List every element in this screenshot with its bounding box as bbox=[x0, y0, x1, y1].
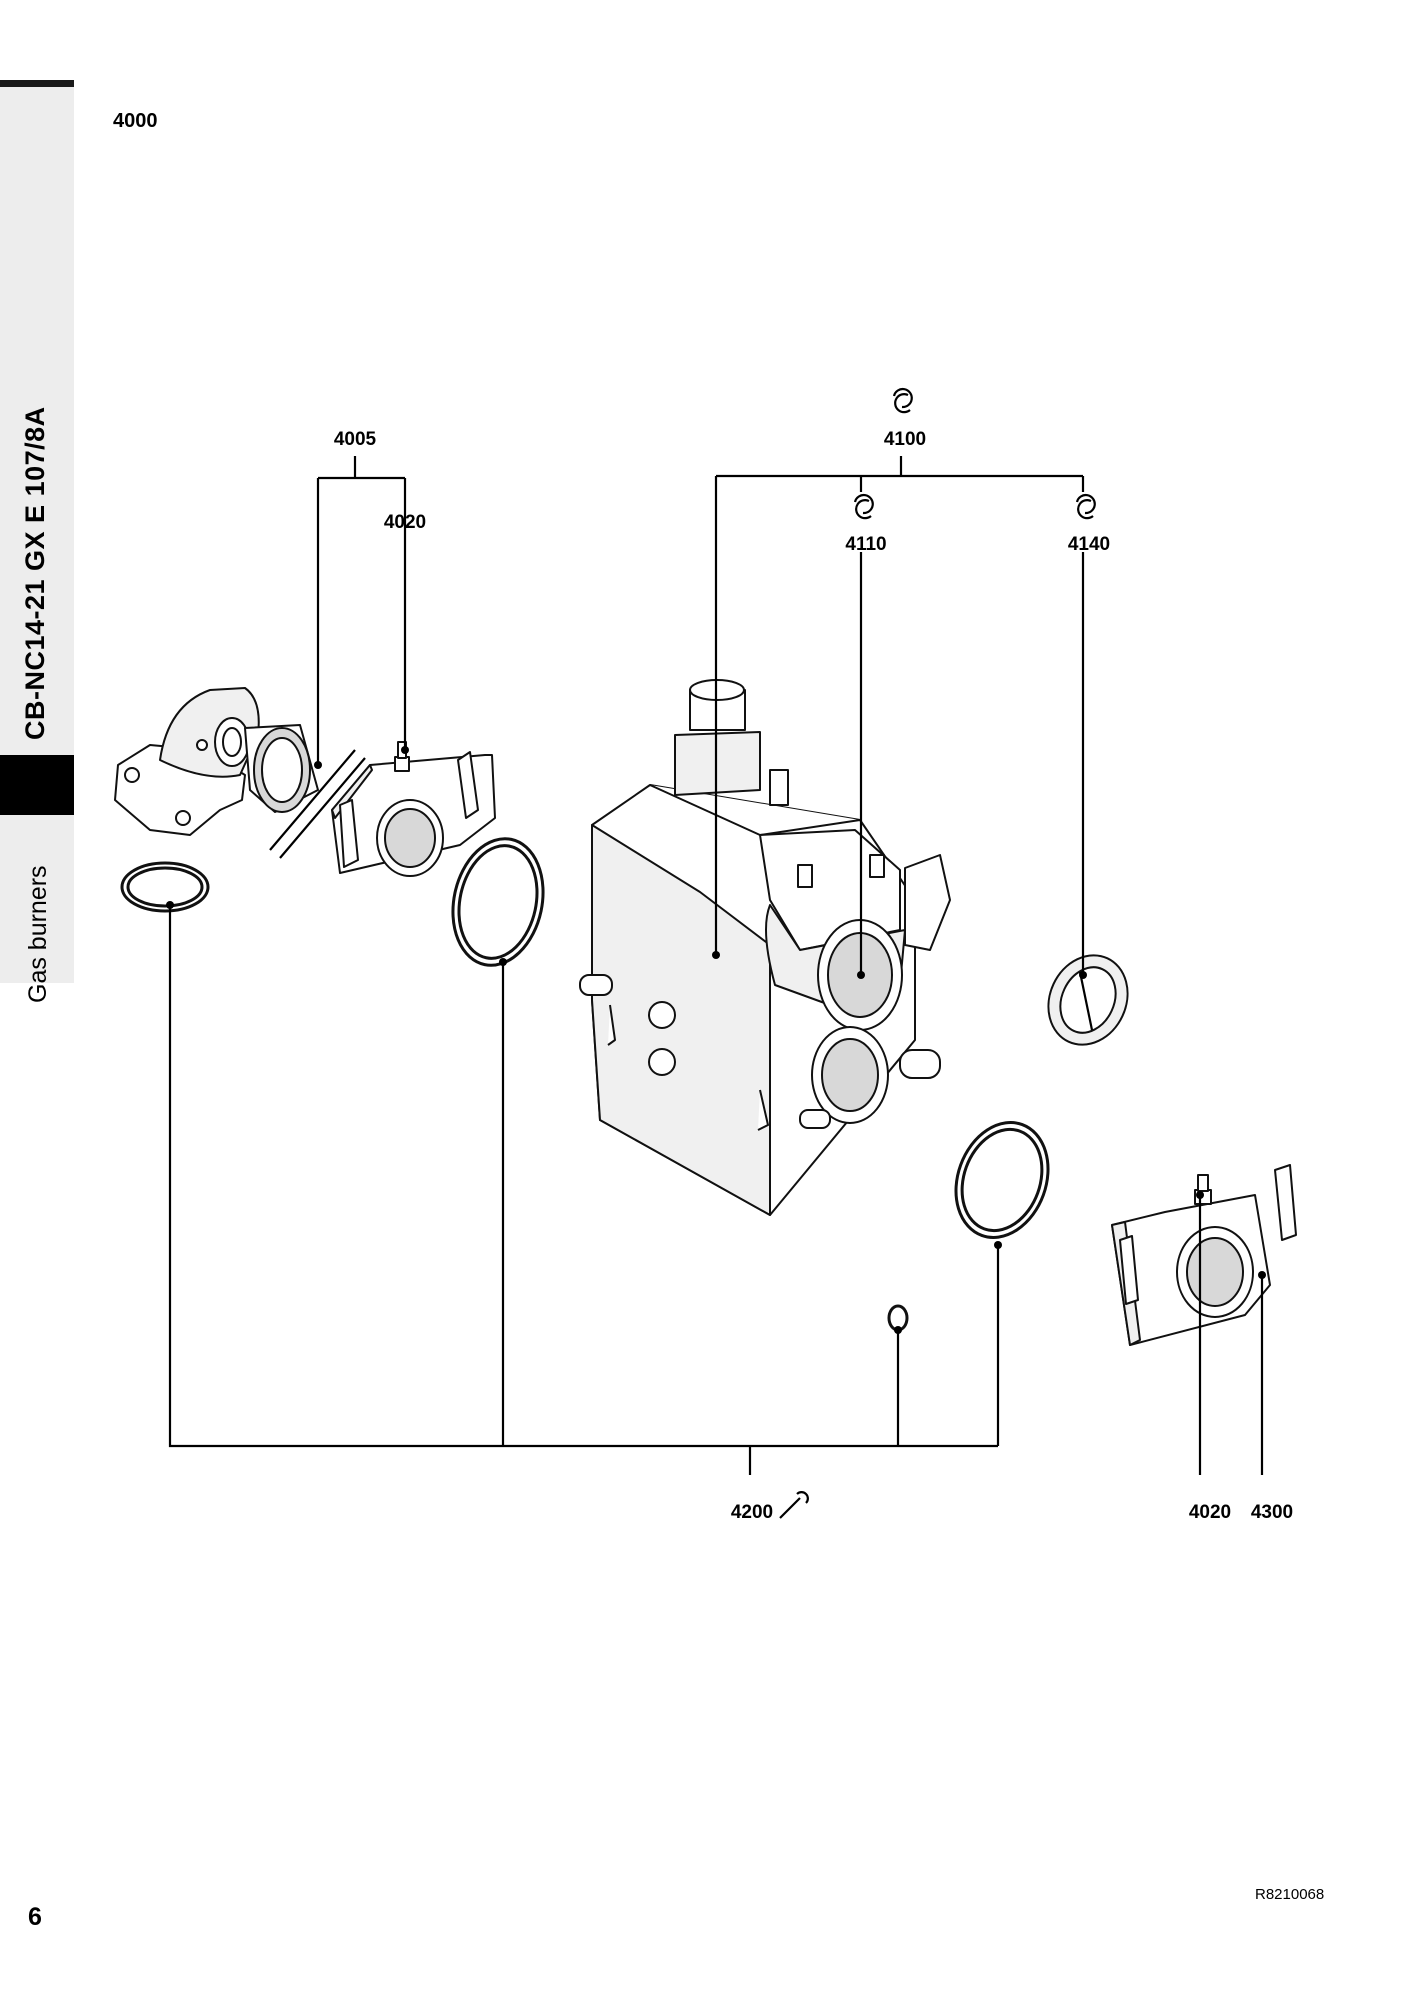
callout-4300: 4300 bbox=[1250, 1502, 1294, 1523]
outlet-flange bbox=[1111, 1164, 1297, 1346]
callout-4020-bottom: 4020 bbox=[1188, 1502, 1232, 1523]
circular-arrows-icon bbox=[892, 387, 913, 414]
inlet-flange bbox=[331, 741, 496, 877]
circular-arrows-icon bbox=[853, 493, 874, 520]
adapter-part bbox=[1047, 954, 1129, 1046]
elbow-fitting bbox=[114, 687, 366, 859]
leader-dots bbox=[166, 746, 1266, 1334]
callout-4005: 4005 bbox=[333, 429, 377, 450]
sidebar-top-rule bbox=[0, 80, 74, 87]
callout-4200: 4200 bbox=[730, 1502, 774, 1523]
callout-4020-top: 4020 bbox=[383, 512, 427, 533]
sidebar-black-tab bbox=[0, 755, 74, 815]
wrench-icon bbox=[779, 1491, 809, 1519]
circular-arrows-icon bbox=[1075, 493, 1096, 520]
sidebar-panel bbox=[0, 83, 74, 983]
callout-4110: 4110 bbox=[845, 534, 887, 555]
group-code: 4000 bbox=[113, 110, 158, 132]
callout-4100: 4100 bbox=[883, 429, 927, 450]
gas-valve-body bbox=[579, 679, 951, 1216]
drawing-reference: R8210068 bbox=[1255, 1886, 1325, 1903]
leader-lines bbox=[168, 456, 1264, 1475]
seal-rings bbox=[120, 837, 1050, 1332]
callout-4140: 4140 bbox=[1067, 534, 1111, 555]
page-number: 6 bbox=[28, 1903, 42, 1931]
